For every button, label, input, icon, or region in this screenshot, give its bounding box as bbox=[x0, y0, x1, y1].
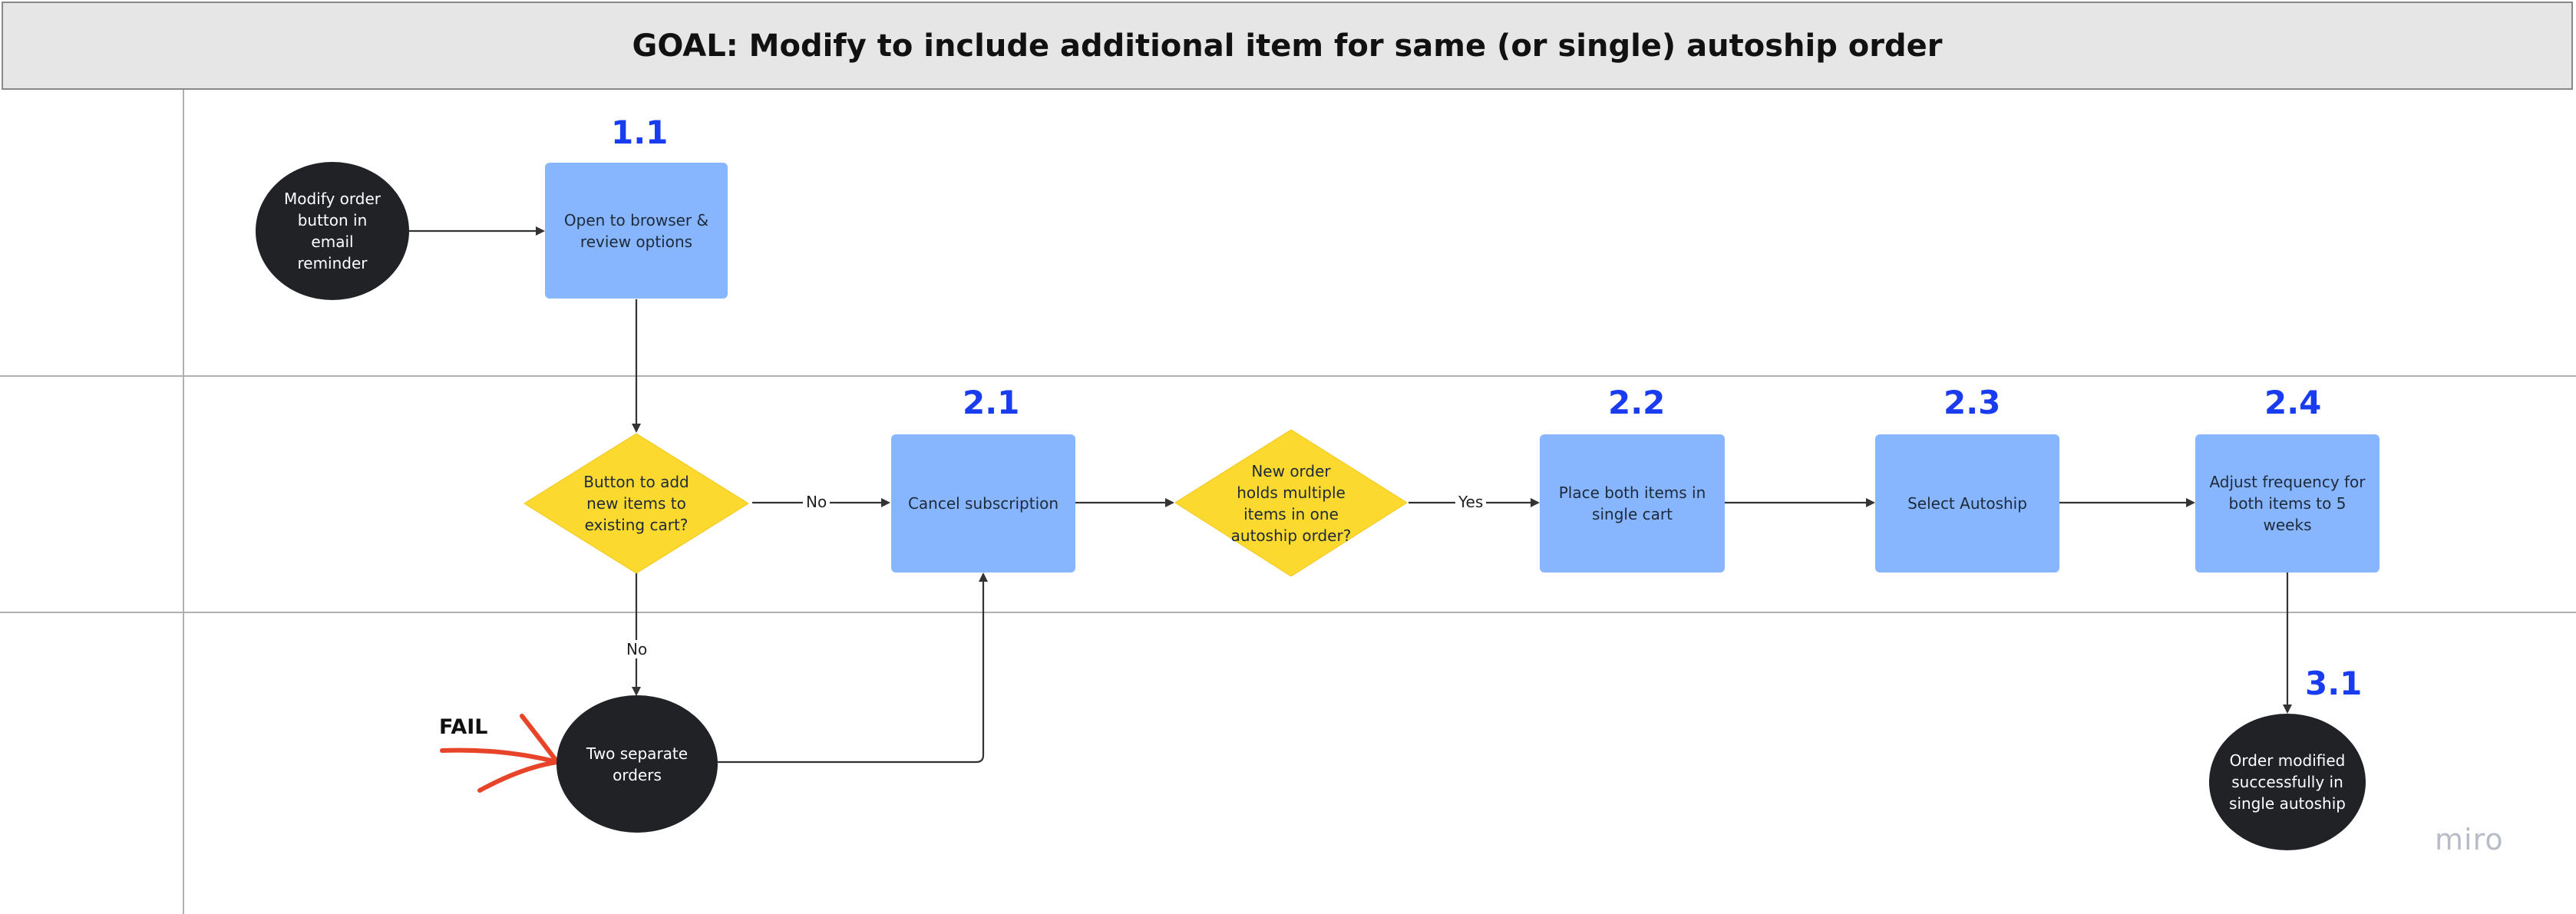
edge-two-orders-to-cancel bbox=[718, 572, 988, 764]
select-autoship-label: Select Autoship bbox=[1907, 494, 2027, 513]
edge-label-no-down: No bbox=[623, 640, 651, 658]
fail-label: FAIL bbox=[439, 715, 488, 739]
lane-divider-1 bbox=[0, 375, 2576, 377]
open-browser-node[interactable]: Open to browser & review options bbox=[545, 163, 728, 299]
step-number-1-1: 1.1 bbox=[611, 114, 669, 151]
edge-label-no-right: No bbox=[803, 493, 831, 511]
step-number-3-1: 3.1 bbox=[2305, 665, 2363, 702]
place-both-node[interactable]: Place both items in single cart bbox=[1540, 434, 1725, 572]
start-node[interactable]: Modify order button in email reminder bbox=[256, 162, 409, 300]
add-button-decision-label: Button to add new items to existing cart… bbox=[583, 473, 689, 534]
adjust-frequency-node[interactable]: Adjust frequency for both items to 5 wee… bbox=[2195, 434, 2379, 572]
success-label: Order modified successfully in single au… bbox=[2229, 751, 2346, 813]
goal-header: GOAL: Modify to include additional item … bbox=[2, 2, 2573, 90]
miro-logo: miro bbox=[2435, 823, 2504, 856]
cancel-subscription-label: Cancel subscription bbox=[907, 494, 1059, 513]
success-node[interactable]: Order modified successfully in single au… bbox=[2209, 714, 2366, 850]
start-node-label: Modify order button in email reminder bbox=[284, 190, 381, 272]
step-number-2-3: 2.3 bbox=[1944, 384, 2001, 421]
edge-label-yes: Yes bbox=[1455, 493, 1487, 511]
adjust-frequency-label: Adjust frequency for both items to 5 wee… bbox=[2209, 473, 2366, 534]
place-both-label: Place both items in single cart bbox=[1558, 483, 1706, 523]
two-orders-node[interactable]: Two separate orders bbox=[556, 695, 718, 833]
open-browser-label: Open to browser & review options bbox=[563, 210, 709, 251]
goal-title: GOAL: Modify to include additional item … bbox=[632, 28, 1943, 64]
add-button-decision[interactable]: Button to add new items to existing cart… bbox=[524, 434, 748, 573]
cancel-subscription-node[interactable]: Cancel subscription bbox=[891, 434, 1075, 572]
step-number-2-1: 2.1 bbox=[963, 384, 1020, 421]
two-orders-label: Two separate orders bbox=[586, 744, 689, 784]
lane-divider-2 bbox=[0, 612, 2576, 613]
lane-divider-vertical bbox=[183, 90, 184, 914]
fail-arrow-icon bbox=[440, 714, 560, 793]
step-number-2-4: 2.4 bbox=[2264, 384, 2322, 421]
multi-items-decision[interactable]: New order holds multiple items in one au… bbox=[1175, 430, 1407, 576]
select-autoship-node[interactable]: Select Autoship bbox=[1875, 434, 2059, 572]
multi-items-decision-label: New order holds multiple items in one au… bbox=[1230, 461, 1352, 545]
step-number-2-2: 2.2 bbox=[1608, 384, 1666, 421]
